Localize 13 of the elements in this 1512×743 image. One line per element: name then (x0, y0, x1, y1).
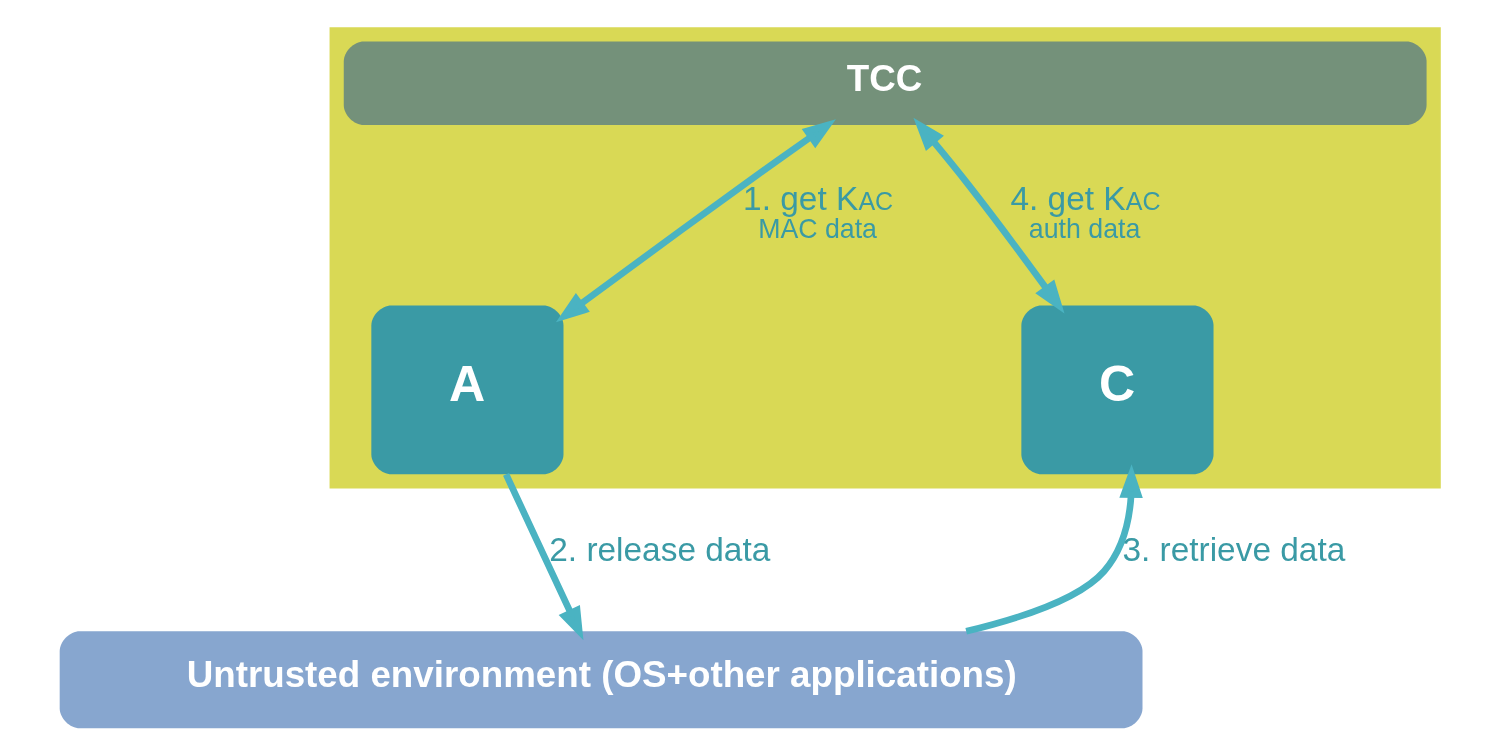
arrow (555, 119, 836, 323)
node-box: C (1020, 305, 1213, 475)
node-box: TCC (343, 41, 1427, 125)
edge-label: 2. release data (548, 531, 770, 569)
node-box: A (370, 305, 563, 475)
arrow (502, 473, 583, 641)
edge-label: 1. get KAC MAC data (742, 180, 893, 245)
cluster (329, 27, 1441, 489)
node-box: Untrusted environment (OS+other applications) (59, 631, 1142, 729)
arrow (912, 117, 1064, 314)
edge-label: 3. retrieve data (1121, 531, 1345, 569)
arrow (964, 464, 1143, 635)
edge-label: 4. get KAC auth data (1010, 180, 1161, 245)
